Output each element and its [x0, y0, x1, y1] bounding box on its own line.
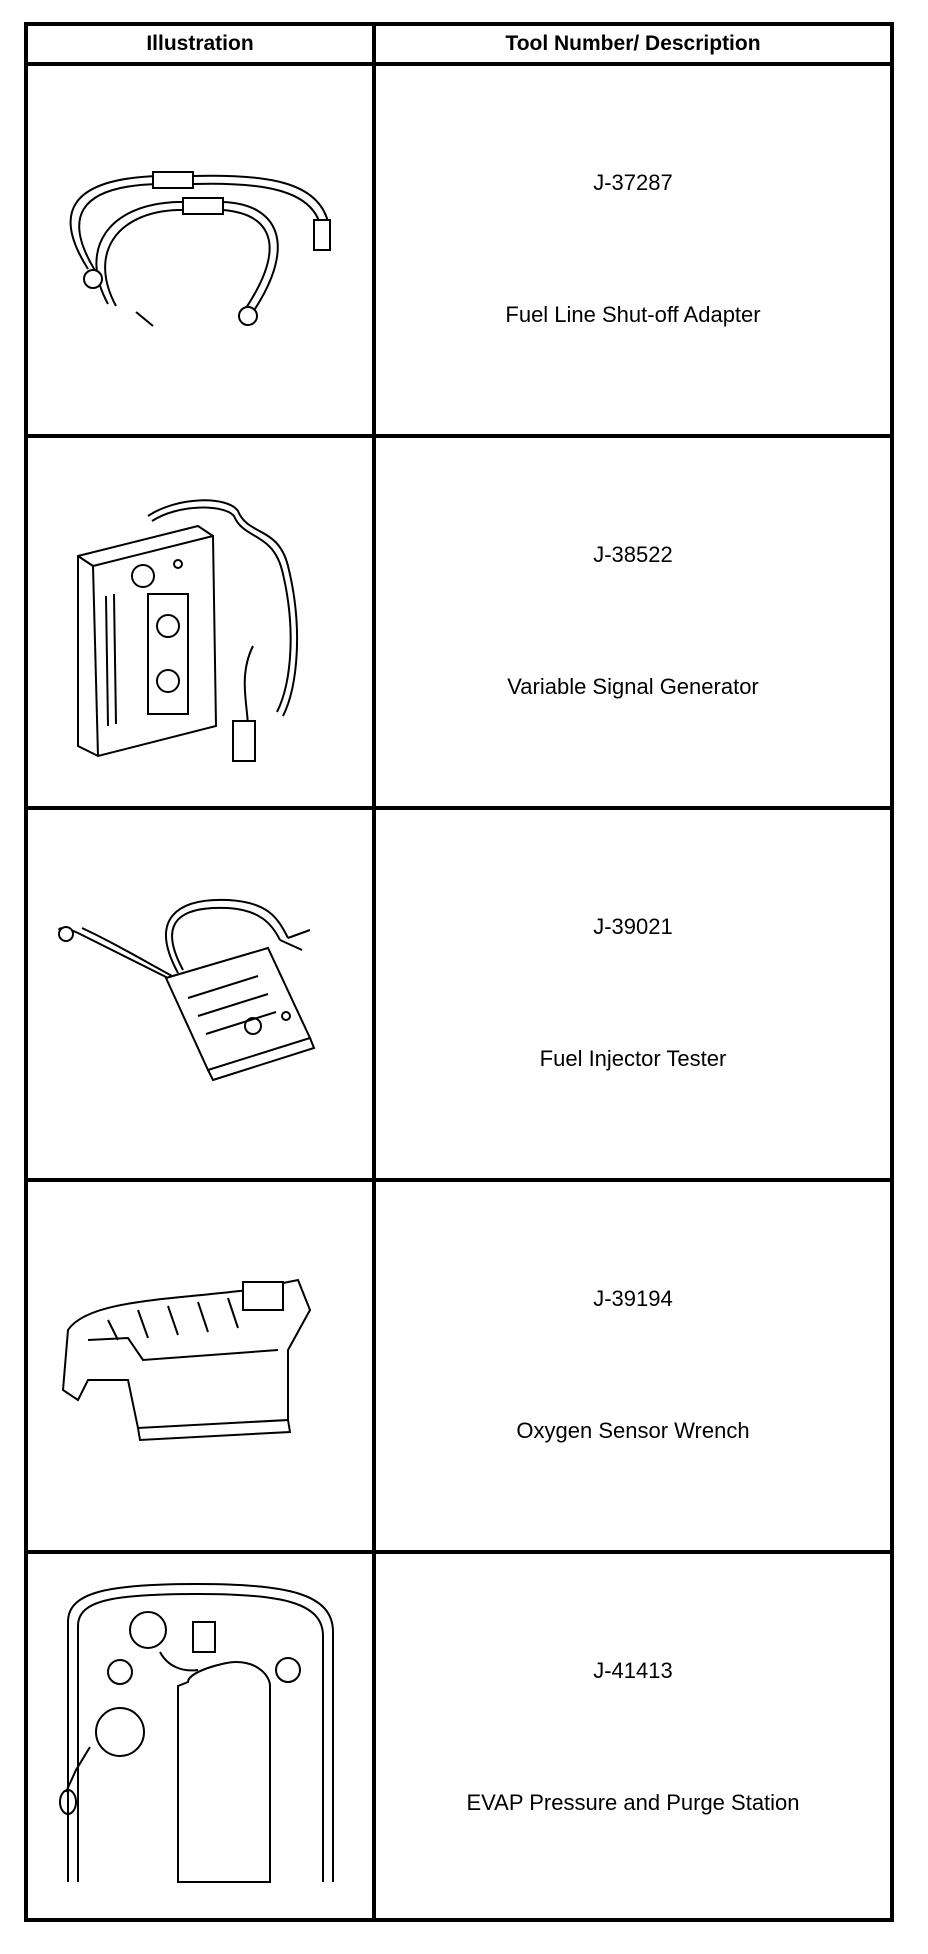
illustration-cell — [28, 66, 372, 434]
table-row: J-39194 Oxygen Sensor Wrench — [28, 1182, 890, 1554]
tool-number: J-39021 — [593, 914, 673, 939]
tool-description: EVAP Pressure and Purge Station — [466, 1790, 800, 1815]
signal-generator-icon — [48, 466, 352, 778]
fuel-line-adapter-icon — [48, 94, 352, 406]
tool-number: J-39194 — [593, 1286, 673, 1311]
description-cell: J-37287 Fuel Line Shut-off Adapter — [376, 66, 890, 434]
tools-table: Illustration Tool Number/ Description — [24, 22, 894, 1922]
table-row: J-37287 Fuel Line Shut-off Adapter — [28, 66, 890, 438]
illustration-cell — [28, 438, 372, 806]
tool-description: Variable Signal Generator — [507, 674, 759, 699]
tool-description: Fuel Injector Tester — [539, 1046, 727, 1071]
description-cell: J-41413 EVAP Pressure and Purge Station — [376, 1554, 890, 1926]
tool-description: Oxygen Sensor Wrench — [516, 1418, 750, 1443]
illustration-cell — [28, 810, 372, 1178]
tool-number: J-38522 — [593, 542, 673, 567]
tool-number: J-41413 — [593, 1658, 673, 1683]
table-row: J-38522 Variable Signal Generator — [28, 438, 890, 810]
illustration-cell — [28, 1554, 372, 1926]
evap-station-icon — [48, 1582, 352, 1894]
tool-number: J-37287 — [593, 170, 673, 195]
tool-description: Fuel Line Shut-off Adapter — [505, 302, 761, 327]
table-header: Illustration Tool Number/ Description — [28, 26, 890, 66]
oxygen-wrench-icon — [48, 1210, 352, 1522]
description-cell: J-39021 Fuel Injector Tester — [376, 810, 890, 1178]
description-cell: J-38522 Variable Signal Generator — [376, 438, 890, 806]
column-divider — [372, 26, 376, 1918]
description-cell: J-39194 Oxygen Sensor Wrench — [376, 1182, 890, 1550]
injector-tester-icon — [48, 838, 352, 1150]
header-illustration: Illustration — [146, 32, 254, 55]
table-row: J-41413 EVAP Pressure and Purge Station — [28, 1554, 890, 1926]
table-row: J-39021 Fuel Injector Tester — [28, 810, 890, 1182]
illustration-cell — [28, 1182, 372, 1550]
header-tool-number: Tool Number/ Description — [505, 32, 761, 55]
